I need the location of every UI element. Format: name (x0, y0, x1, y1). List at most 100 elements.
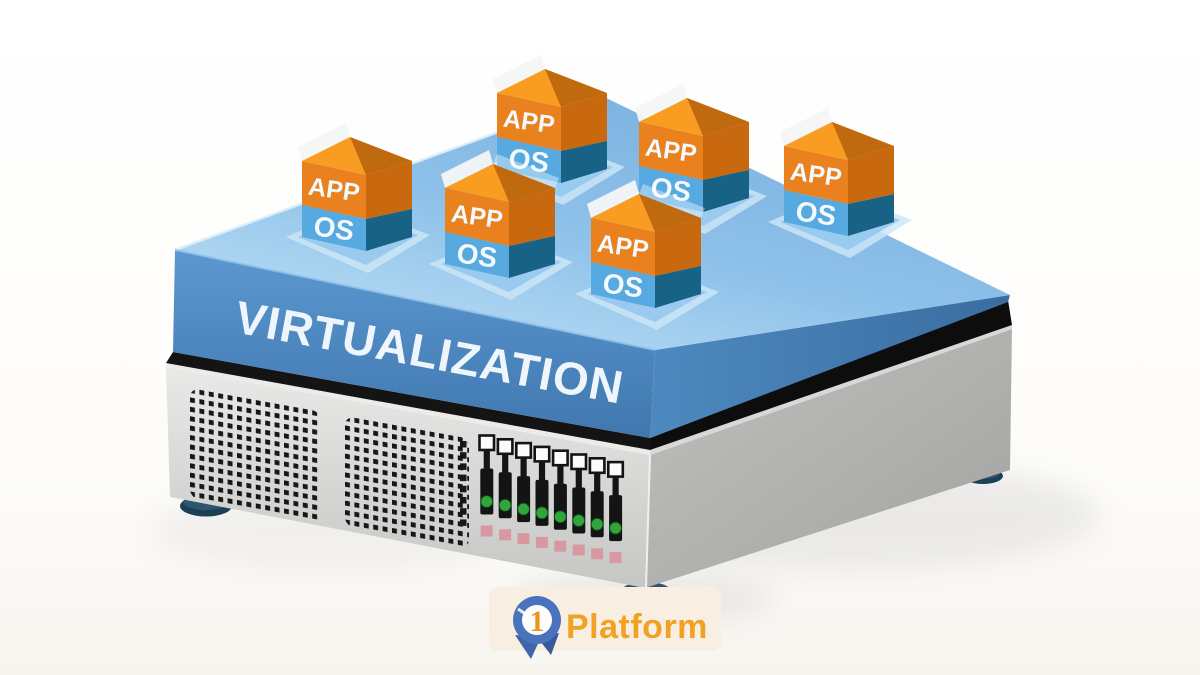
vm-box-os-face (591, 262, 655, 308)
os-label: OS (455, 237, 499, 273)
drive-led (498, 498, 512, 512)
vm-box-flap-left (635, 84, 687, 122)
drive-indicator (499, 529, 512, 541)
vm-box-os-face (784, 190, 848, 236)
vm-box-os-face-right (703, 170, 749, 212)
server-top-edge-right (650, 325, 1012, 455)
vm-box-opening-shadow (350, 137, 412, 175)
vm-box-app-face-right (703, 122, 749, 180)
vent-grid-2-holes (345, 417, 469, 548)
vm-box-flap-right (687, 88, 753, 122)
drive-latch (533, 445, 551, 463)
drive-bays (478, 434, 625, 564)
vm-box-flap-right (639, 184, 705, 218)
drive-latch (570, 453, 588, 471)
drive-bay-4 (533, 445, 551, 548)
drive-latch (496, 437, 514, 456)
vm-box-flap-left (441, 150, 493, 188)
drive-stem (557, 465, 564, 485)
drive-indicator (480, 525, 493, 537)
vent-grid-1 (190, 389, 321, 521)
vm-box-os-face-right (848, 194, 894, 236)
vm-box-flap-right (832, 112, 898, 146)
vm-box-6: APP OS (768, 108, 912, 258)
badge-number: 1 (530, 605, 545, 638)
vm-box-flap-right (545, 59, 611, 93)
drive-indicator (609, 552, 622, 564)
vent-dash (460, 519, 467, 526)
vm-box-app-face-right (509, 188, 555, 246)
vm-box-app-face (445, 188, 509, 246)
slab-server-gap (166, 300, 1012, 450)
drive-latch (606, 460, 625, 478)
drive-indicator (554, 540, 567, 552)
drive-latch (588, 456, 606, 475)
vm-box-os-face (445, 232, 509, 278)
os-label: OS (794, 195, 838, 231)
drive-latch (551, 449, 569, 467)
drive-stem (612, 476, 619, 496)
drive-stem (575, 469, 582, 488)
vent-dash (460, 497, 467, 504)
vm-box-app-face (302, 161, 366, 219)
vent-dash (460, 452, 467, 459)
drive-led (516, 502, 530, 516)
drive-indicator (572, 544, 585, 556)
vm-box-os-face-right (655, 266, 701, 308)
vent-dash-column (460, 441, 467, 526)
os-label: OS (312, 210, 356, 246)
slab-front-edge-highlight (174, 249, 656, 351)
drive-led (590, 517, 604, 531)
vm-box-3: APP OS (429, 150, 573, 300)
vm-box-opening-shadow (639, 194, 701, 232)
vm-box-flap-left (587, 180, 639, 218)
drive-indicator (517, 533, 530, 545)
server-corner-highlight (645, 454, 651, 589)
vm-box-flap-right (493, 154, 559, 188)
vm-box-app-face (639, 122, 703, 180)
vent-grid-1-holes (190, 389, 321, 521)
vm-box-4: APP OS (623, 84, 767, 234)
drive-stem (520, 457, 527, 477)
drive-bay-1 (478, 434, 496, 537)
vm-box-os-face (302, 205, 366, 251)
vent-grid-2 (345, 417, 469, 548)
vm-box-os-face-right (509, 236, 555, 278)
vm-box-flap-left (493, 55, 545, 93)
slab-front-face (173, 250, 655, 438)
drive-led (480, 495, 494, 508)
drive-latch (478, 434, 496, 452)
vent-dash (460, 485, 467, 493)
vent-dash (460, 508, 467, 515)
drive-indicator (591, 548, 604, 560)
vm-box-app-face-right (848, 146, 894, 204)
drive-led (535, 506, 549, 520)
drive-bay-2 (496, 437, 514, 541)
drive-led (608, 521, 622, 535)
drive-bay-5 (551, 449, 569, 552)
vm-box-app-face (784, 146, 848, 204)
vent-dash (460, 474, 467, 482)
vm-box-app-face-right (561, 93, 607, 151)
vm-box-app-face (497, 93, 561, 151)
os-label: OS (601, 267, 645, 303)
vm-box-app-face-right (655, 218, 701, 276)
drive-stem (538, 461, 546, 481)
vm-box-opening-shadow (545, 69, 607, 107)
drive-stem (502, 453, 509, 473)
vm-box-app-face-right (366, 161, 412, 219)
vm-box-2: APP OS (481, 55, 625, 205)
vm-box-5: APP OS (575, 180, 719, 330)
gap-right (650, 300, 1012, 450)
drive-latch (514, 441, 533, 459)
drive-led (553, 510, 567, 524)
vm-box-opening-shadow (832, 122, 894, 160)
vm-box-1: APP OS (286, 123, 430, 273)
drive-bay-6 (570, 453, 588, 556)
vm-box-os-face (497, 137, 561, 183)
drive-bay-3 (514, 441, 533, 545)
brand-name: Platform (566, 608, 708, 646)
vent-dash (460, 463, 467, 470)
server-top-edge-front (166, 363, 650, 455)
